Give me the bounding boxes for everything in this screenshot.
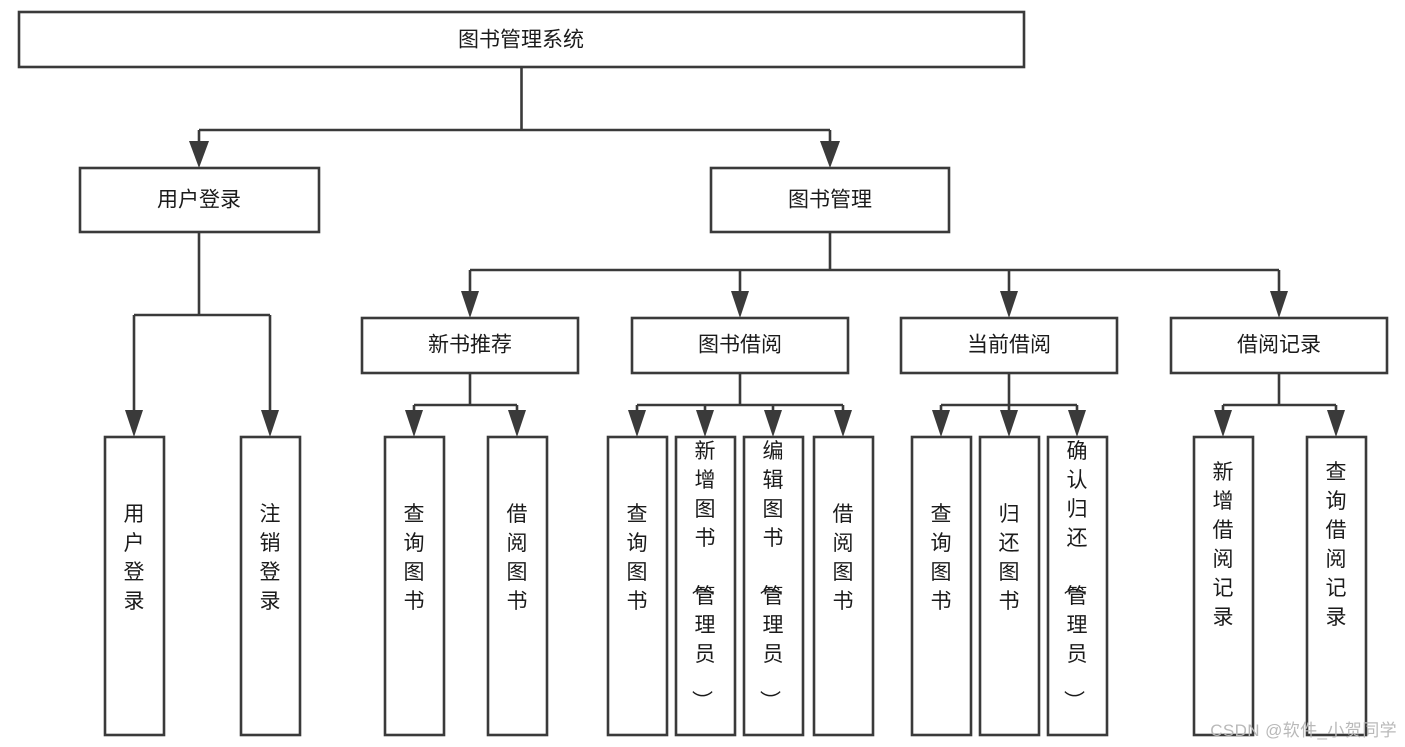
arrowhead-book-borrow (731, 291, 749, 318)
node-leaf-query-borrow-record[interactable]: 查询借阅记录 (1305, 435, 1368, 737)
node-leaf-query-book-1-label: 查询图书 (404, 503, 425, 613)
arrowhead-new-book-recommend (461, 291, 479, 318)
arrowhead-user-login (189, 141, 209, 168)
node-leaf-add-borrow-record-box[interactable] (1192, 435, 1255, 737)
node-leaf-borrow-book-2-label: 借阅图书 (833, 503, 854, 613)
arrowhead-current-borrow (1000, 291, 1018, 318)
node-leaf-query-book-1[interactable]: 查询图书 (383, 435, 446, 737)
node-leaf-user-login[interactable]: 用户登录 (103, 435, 166, 737)
node-root-label: 图书管理系统 (458, 29, 584, 52)
node-leaf-logout-login-box[interactable] (239, 435, 302, 737)
node-borrow-record-box[interactable] (1169, 316, 1389, 375)
node-leaf-query-book-3-label: 查询图书 (931, 503, 952, 613)
node-leaf-query-book-1-box[interactable] (383, 435, 446, 737)
node-leaf-query-book-3[interactable]: 查询图书 (910, 435, 973, 737)
node-book-borrow-box[interactable] (630, 316, 850, 375)
arrowhead-leaf-user-login (125, 410, 143, 437)
arrowhead-book-management (820, 141, 840, 168)
node-leaf-borrow-book-1[interactable]: 借阅图书 (486, 435, 549, 737)
node-user-login-label: 用户登录 (157, 189, 241, 212)
node-book-management[interactable]: 图书管理 (709, 166, 951, 234)
node-leaf-add-book-label: 新增图书（管理员） (690, 440, 716, 711)
arrowhead-leaf-borrow-book-1 (508, 410, 526, 437)
arrowhead-leaf-add-borrow-record (1214, 410, 1232, 437)
node-leaf-confirm-return[interactable]: 确认归还（管理员） (1046, 435, 1109, 737)
node-leaf-add-borrow-record-label: 新增借阅记录 (1213, 461, 1234, 629)
node-leaf-borrow-book-1-box[interactable] (486, 435, 549, 737)
arrowhead-leaf-confirm-return (1068, 410, 1086, 437)
node-book-management-box[interactable] (709, 166, 951, 234)
node-leaf-logout-login[interactable]: 注销登录 (239, 435, 302, 737)
csdn-watermark: CSDN @软件_小贺同学 (1210, 721, 1397, 740)
node-leaf-query-borrow-record-label: 查询借阅记录 (1326, 461, 1347, 629)
node-leaf-add-book-box[interactable] (674, 435, 737, 737)
node-root-book-management-system[interactable]: 图书管理系统 (17, 10, 1026, 69)
node-current-borrow-box[interactable] (899, 316, 1119, 375)
node-user-login[interactable]: 用户登录 (78, 166, 321, 234)
node-leaf-query-book-2-box[interactable] (606, 435, 669, 737)
node-leaf-borrow-book-2-box[interactable] (812, 435, 875, 737)
arrowhead-leaf-borrow-book-2 (834, 410, 852, 437)
node-leaf-logout-login-label: 注销登录 (260, 503, 281, 613)
node-leaf-user-login-box[interactable] (103, 435, 166, 737)
arrowhead-leaf-query-borrow-record (1327, 410, 1345, 437)
node-current-borrow-label: 当前借阅 (967, 334, 1051, 357)
arrowhead-leaf-logout-login (261, 410, 279, 437)
node-new-book-recommend-label: 新书推荐 (428, 334, 512, 357)
node-leaf-return-book[interactable]: 归还图书 (978, 435, 1041, 737)
node-leaf-edit-book[interactable]: 编辑图书（管理员） (742, 435, 805, 737)
node-leaf-edit-book-box[interactable] (742, 435, 805, 737)
node-root-box[interactable] (17, 10, 1026, 69)
node-book-borrow[interactable]: 图书借阅 (630, 316, 850, 375)
node-borrow-record[interactable]: 借阅记录 (1169, 316, 1389, 375)
arrowhead-borrow-record (1270, 291, 1288, 318)
node-leaf-query-book-2[interactable]: 查询图书 (606, 435, 669, 737)
node-leaf-return-book-box[interactable] (978, 435, 1041, 737)
node-leaf-confirm-return-label: 确认归还（管理员） (1062, 440, 1088, 711)
node-leaf-return-book-label: 归还图书 (999, 503, 1020, 613)
arrowhead-leaf-add-book (696, 410, 714, 437)
arrowhead-leaf-query-book-2 (628, 410, 646, 437)
node-leaf-add-borrow-record[interactable]: 新增借阅记录 (1192, 435, 1255, 737)
node-leaf-borrow-book-2[interactable]: 借阅图书 (812, 435, 875, 737)
node-leaf-query-book-3-box[interactable] (910, 435, 973, 737)
node-leaf-query-borrow-record-box[interactable] (1305, 435, 1368, 737)
node-leaf-query-book-2-label: 查询图书 (627, 503, 648, 613)
node-user-login-box[interactable] (78, 166, 321, 234)
node-borrow-record-label: 借阅记录 (1237, 334, 1321, 357)
node-leaf-confirm-return-box[interactable] (1046, 435, 1109, 737)
arrowhead-leaf-edit-book (764, 410, 782, 437)
node-leaf-edit-book-label: 编辑图书（管理员） (758, 440, 784, 711)
node-current-borrow[interactable]: 当前借阅 (899, 316, 1119, 375)
node-leaf-user-login-label: 用户登录 (124, 503, 145, 613)
arrowhead-leaf-return-book (1000, 410, 1018, 437)
node-leaf-borrow-book-1-label: 借阅图书 (507, 503, 528, 613)
node-book-management-label: 图书管理 (788, 189, 872, 212)
arrowhead-leaf-query-book-1 (405, 410, 423, 437)
node-new-book-recommend[interactable]: 新书推荐 (360, 316, 580, 375)
node-new-book-recommend-box[interactable] (360, 316, 580, 375)
node-leaf-add-book[interactable]: 新增图书（管理员） (674, 435, 737, 737)
node-book-borrow-label: 图书借阅 (698, 334, 782, 357)
arrowhead-leaf-query-book-3 (932, 410, 950, 437)
connector-layer (125, 67, 1345, 437)
